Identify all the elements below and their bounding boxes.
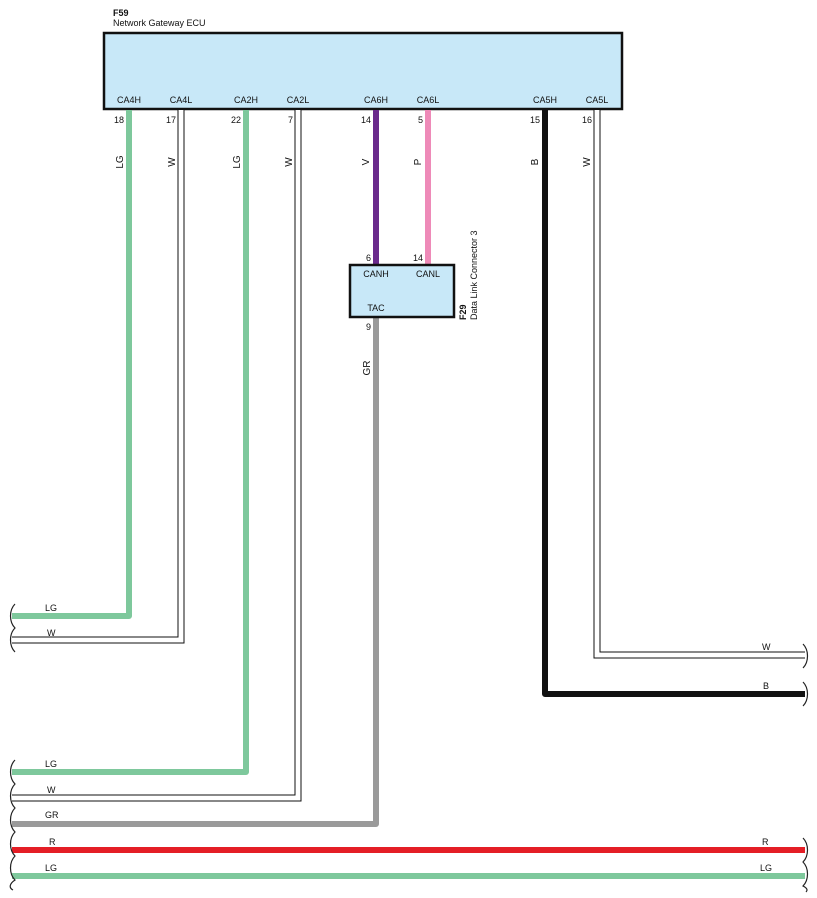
edge-label-left-gr: GR — [45, 810, 59, 820]
pin-5: 5 — [418, 115, 423, 125]
pin-18: 18 — [114, 115, 124, 125]
wire-ca5l-w-outline — [593, 110, 805, 659]
edge-label-left-lg1: LG — [45, 603, 57, 613]
terminal-ca5l-name: CA5L — [586, 95, 609, 105]
dlc-id: F29 — [458, 304, 468, 320]
dlc-box — [348, 263, 456, 319]
wire-color-ca4l: W — [167, 157, 178, 167]
pin-16: 16 — [582, 115, 592, 125]
wire-color-ca5h: B — [530, 158, 541, 165]
dlc-terminal-canl: CANL — [416, 269, 440, 279]
dlc-pin-14: 14 — [413, 253, 423, 263]
wire-tac-gr — [12, 318, 379, 827]
wire-ca4h-lg — [12, 110, 132, 619]
dlc-terminal-canh: CANH — [363, 269, 389, 279]
terminal-ca4h-name: CA4H — [117, 95, 141, 105]
edge-label-left-lg3: LG — [45, 863, 57, 873]
wire-color-tac: GR — [362, 361, 373, 376]
wire-color-ca5l: W — [582, 157, 593, 167]
ecu-box — [102, 31, 624, 111]
edge-label-right-lg3: LG — [760, 863, 772, 873]
edge-label-right-w: W — [762, 642, 771, 652]
wire-break-left — [9, 603, 16, 891]
dlc-terminal-tac: TAC — [367, 303, 385, 313]
terminal-ca2l-name: CA2L — [287, 95, 310, 105]
wire-color-ca2l: W — [284, 157, 295, 167]
edge-label-left-w2: W — [47, 785, 56, 795]
edge-label-right-r: R — [762, 837, 769, 847]
wire-color-ca4h: LG — [115, 155, 126, 169]
edge-label-right-b: B — [763, 681, 769, 691]
ecu-id: F59 — [113, 8, 129, 18]
terminal-ca2h-name: CA2H — [234, 95, 258, 105]
wire-color-ca6l: P — [413, 158, 424, 165]
dlc-pin-6: 6 — [366, 253, 371, 263]
terminal-ca6h-name: CA6H — [364, 95, 388, 105]
edge-label-left-w1: W — [47, 628, 56, 638]
edge-label-left-lg2: LG — [45, 759, 57, 769]
wire-ca2l-w — [12, 110, 301, 801]
wire-ca4l-w — [12, 110, 184, 643]
wire-color-ca2h: LG — [232, 155, 243, 169]
dlc-name: Data Link Connector 3 — [469, 230, 479, 320]
wire-ca2l-w-outline — [12, 110, 302, 802]
pin-15: 15 — [530, 115, 540, 125]
dlc-pin-9: 9 — [366, 322, 371, 332]
wire-ca5l-w — [594, 110, 805, 658]
pin-22: 22 — [231, 115, 241, 125]
edge-label-left-r: R — [49, 837, 56, 847]
terminal-ca6l-name: CA6L — [417, 95, 440, 105]
pin-17: 17 — [166, 115, 176, 125]
ecu-name: Network Gateway ECU — [113, 18, 206, 28]
wire-ca4l-w-outline — [12, 110, 185, 644]
wire-color-ca6h: V — [361, 158, 372, 165]
pin-7: 7 — [288, 115, 293, 125]
wire-ca5h-b — [542, 110, 805, 697]
wire-break-right — [801, 643, 809, 893]
wire-ca2h-lg — [12, 110, 249, 775]
pin-14-ecu: 14 — [361, 115, 371, 125]
terminal-ca5h-name: CA5H — [533, 95, 557, 105]
terminal-ca4l-name: CA4L — [170, 95, 193, 105]
